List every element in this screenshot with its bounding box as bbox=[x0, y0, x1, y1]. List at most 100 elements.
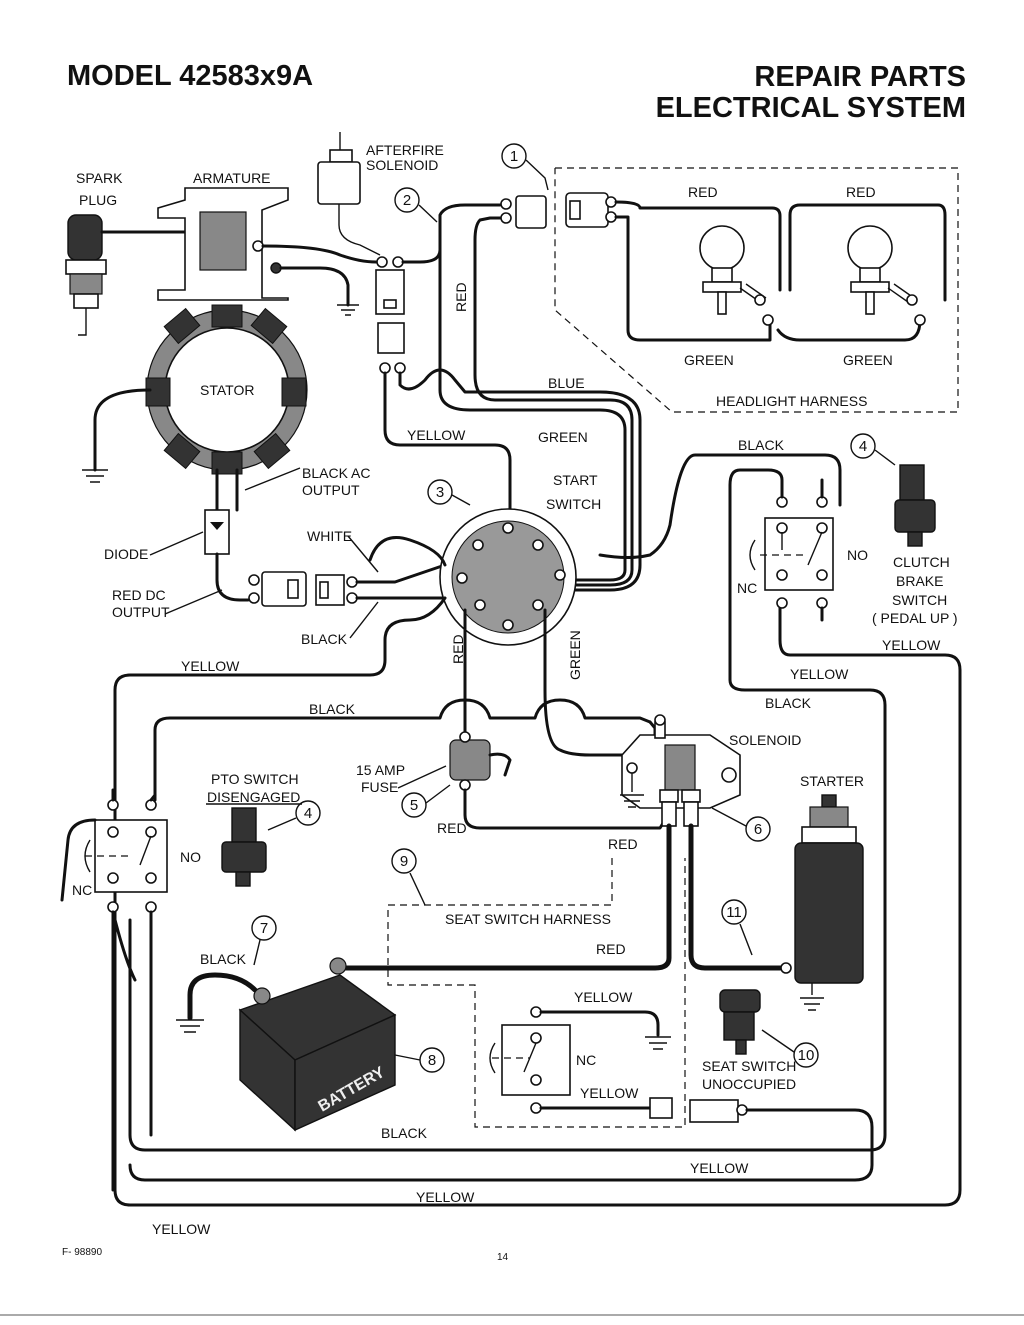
headlight-bulb-right bbox=[847, 225, 926, 326]
label-nc-pto: NC bbox=[72, 882, 92, 898]
label-no-pto: NO bbox=[180, 849, 201, 865]
starter-solenoid bbox=[620, 714, 741, 827]
label-yellow-seat2: YELLOW bbox=[580, 1085, 639, 1101]
headlight-connector bbox=[500, 195, 547, 229]
label-diode: DIODE bbox=[104, 546, 148, 562]
label-black-ac: BLACK AC bbox=[302, 465, 370, 481]
spark-plug bbox=[65, 214, 187, 336]
label-red-dc: RED DC bbox=[112, 587, 166, 603]
label-seat-harness: SEAT SWITCH HARNESS bbox=[445, 911, 611, 927]
callout-4a: 4 bbox=[859, 438, 867, 455]
callout-10: 10 bbox=[798, 1047, 815, 1064]
label-stator: STATOR bbox=[200, 382, 254, 398]
pto-switch-part bbox=[221, 807, 267, 887]
label-black-battery: BLACK bbox=[200, 951, 247, 967]
callout-11: 11 bbox=[726, 904, 742, 921]
label-start-switch: SWITCH bbox=[546, 496, 601, 512]
label-no-clutch: NO bbox=[847, 547, 868, 563]
label-seat-switch: SEAT SWITCH bbox=[702, 1058, 796, 1074]
clutch-switch-part bbox=[894, 464, 936, 547]
section-title-line1: REPAIR PARTS bbox=[754, 61, 966, 93]
label-headlight-harness: HEADLIGHT HARNESS bbox=[716, 393, 867, 409]
label-red-fuse-out: RED bbox=[437, 820, 467, 836]
label-red-fuse: RED bbox=[450, 634, 466, 664]
label-pedal-up: ( PEDAL UP ) bbox=[872, 610, 958, 626]
diode bbox=[204, 468, 250, 602]
label-blue: BLUE bbox=[548, 375, 585, 391]
label-red-hl1: RED bbox=[688, 184, 718, 200]
form-number: F- 98890 bbox=[62, 1247, 102, 1258]
stator: STATOR bbox=[82, 304, 308, 483]
headlight-harness: RED RED GREEN GREEN HEADLIGHT HARNESS bbox=[554, 167, 959, 413]
label-yellow-seat1: YELLOW bbox=[574, 989, 633, 1005]
charge-connector bbox=[248, 563, 447, 607]
label-switch: SWITCH bbox=[892, 592, 947, 608]
pto-switch-schematic bbox=[84, 788, 168, 1192]
start-switch bbox=[439, 508, 577, 646]
label-fuse-15amp: 15 AMP bbox=[356, 762, 405, 778]
callout-3: 3 bbox=[436, 484, 444, 501]
label-unoccupied: UNOCCUPIED bbox=[702, 1076, 796, 1092]
label-yellow-clutch: YELLOW bbox=[882, 637, 941, 653]
label-red-solenoid: RED bbox=[608, 836, 638, 852]
callout-8: 8 bbox=[428, 1052, 436, 1069]
page-number: 14 bbox=[497, 1252, 509, 1263]
label-black-mid: BLACK bbox=[765, 695, 812, 711]
label-afterfire-solenoid: SOLENOID bbox=[366, 157, 438, 173]
label-red-hl2: RED bbox=[846, 184, 876, 200]
label-red-vertical: RED bbox=[453, 282, 469, 312]
label-brake: BRAKE bbox=[896, 573, 943, 589]
label-white: WHITE bbox=[307, 528, 352, 544]
label-black-ac-output: OUTPUT bbox=[302, 482, 360, 498]
label-pto: PTO SWITCH bbox=[211, 771, 299, 787]
label-fuse: FUSE bbox=[361, 779, 398, 795]
label-yellow-mid: YELLOW bbox=[790, 666, 849, 682]
section-title-line2: ELECTRICAL SYSTEM bbox=[655, 92, 966, 124]
label-start: START bbox=[553, 472, 598, 488]
callout-5: 5 bbox=[410, 797, 418, 814]
model-title: MODEL 42583x9A bbox=[67, 60, 314, 92]
label-yellow-top: YELLOW bbox=[407, 427, 466, 443]
label-clutch: CLUTCH bbox=[893, 554, 950, 570]
label-nc-seat: NC bbox=[576, 1052, 596, 1068]
label-black-top: BLACK bbox=[738, 437, 785, 453]
label-solenoid: SOLENOID bbox=[729, 732, 801, 748]
label-pto-disengaged: DISENGAGED bbox=[207, 789, 300, 805]
label-yellow-loop2: YELLOW bbox=[416, 1189, 475, 1205]
label-armature: ARMATURE bbox=[193, 170, 271, 186]
callout-1: 1 bbox=[510, 148, 518, 165]
armature bbox=[157, 187, 378, 316]
label-green-hl1: GREEN bbox=[684, 352, 734, 368]
seat-switch-part bbox=[719, 989, 761, 1055]
seat-switch-schematic bbox=[489, 1006, 673, 1119]
fuse bbox=[449, 731, 667, 830]
label-afterfire: AFTERFIRE bbox=[366, 142, 444, 158]
callout-9: 9 bbox=[400, 853, 408, 870]
label-black-bottom: BLACK bbox=[381, 1125, 428, 1141]
label-yellow-left: YELLOW bbox=[181, 658, 240, 674]
callout-6: 6 bbox=[754, 821, 762, 838]
label-green-top: GREEN bbox=[538, 429, 588, 445]
label-black-left: BLACK bbox=[301, 631, 348, 647]
label-yellow-loop1: YELLOW bbox=[690, 1160, 749, 1176]
label-plug: PLUG bbox=[79, 192, 117, 208]
label-green-hl2: GREEN bbox=[843, 352, 893, 368]
callout-7: 7 bbox=[260, 920, 268, 937]
label-black-loop: BLACK bbox=[309, 701, 356, 717]
label-spark: SPARK bbox=[76, 170, 123, 186]
label-red-dc-output: OUTPUT bbox=[112, 604, 170, 620]
clutch-brake-switch bbox=[128, 468, 887, 1152]
section-title: REPAIR PARTS ELECTRICAL SYSTEM bbox=[656, 62, 966, 124]
label-nc-clutch: NC bbox=[737, 580, 757, 596]
label-green-vertical: GREEN bbox=[567, 630, 583, 680]
label-red-battery: RED bbox=[596, 941, 626, 957]
headlight-bulb-left bbox=[699, 225, 774, 326]
battery: BATTERY bbox=[176, 957, 397, 1132]
starter-motor bbox=[780, 794, 864, 1011]
label-starter: STARTER bbox=[800, 773, 864, 789]
afterfire-solenoid bbox=[317, 132, 406, 374]
label-yellow-bottom: YELLOW bbox=[152, 1221, 211, 1237]
callout-4b: 4 bbox=[304, 805, 312, 822]
callout-2: 2 bbox=[403, 192, 411, 209]
